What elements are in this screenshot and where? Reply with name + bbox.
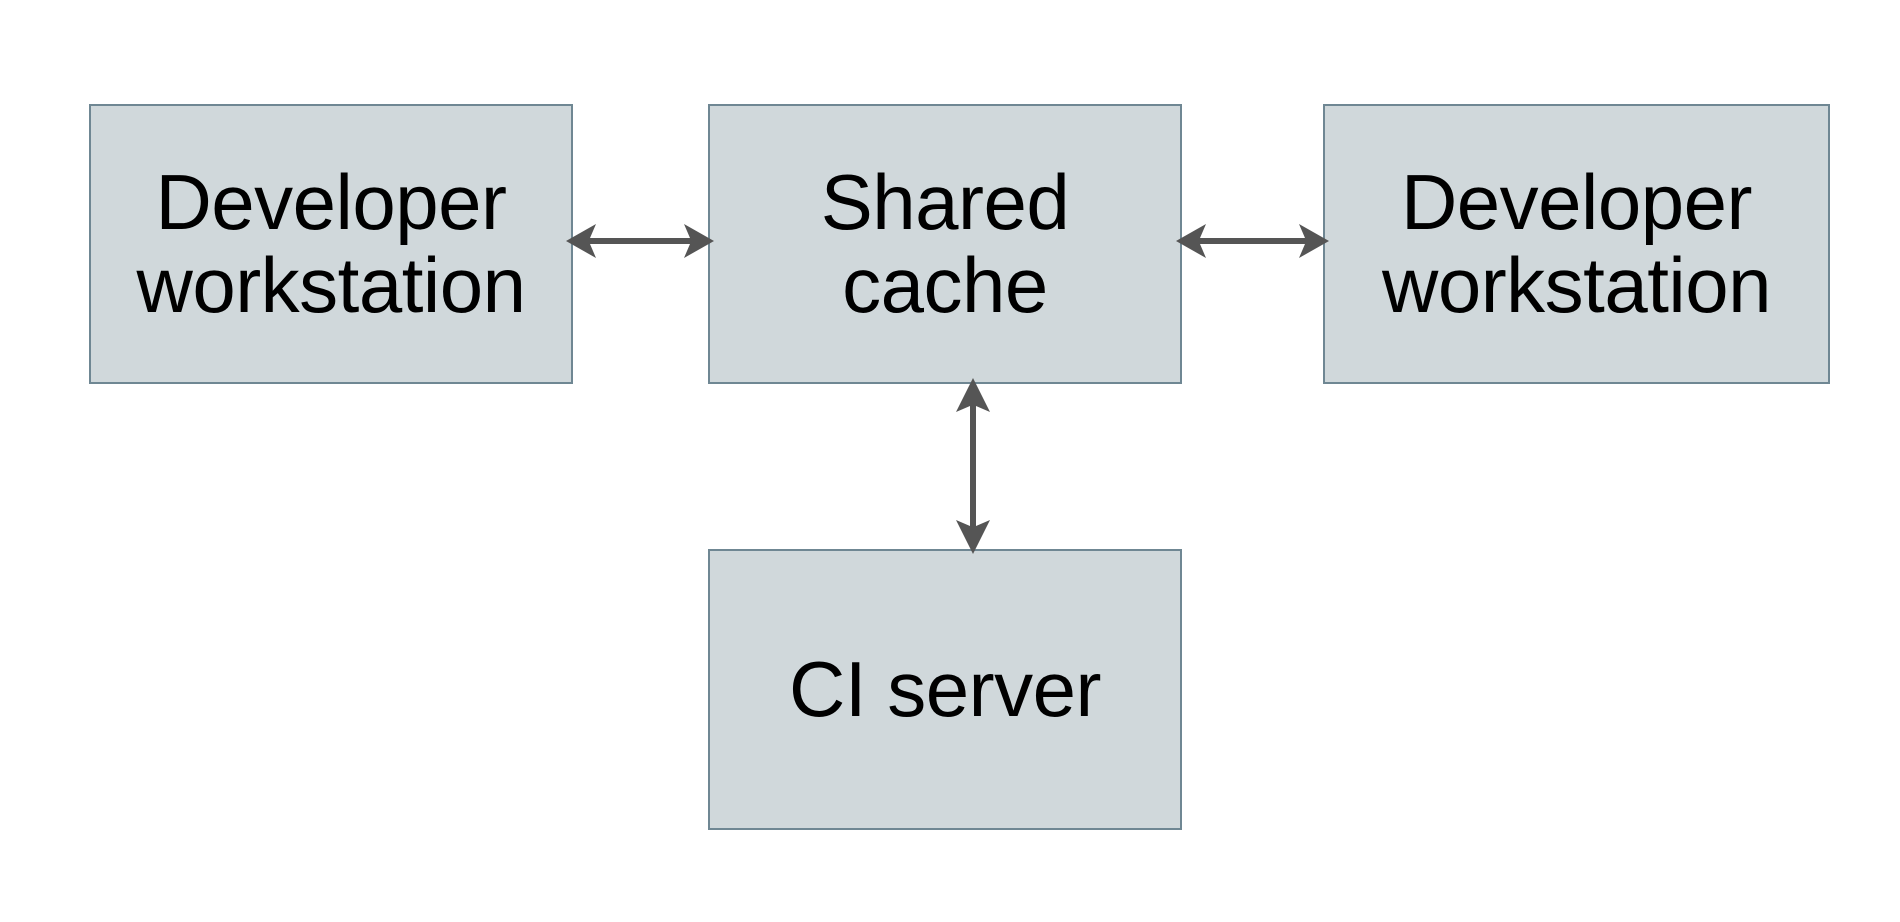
node-label: Developer workstation [136, 157, 527, 329]
double-arrow-icon-cache-to-ci-server [956, 378, 990, 554]
node-developer-workstation-left[interactable]: Developer workstation [89, 104, 573, 384]
double-arrow-icon-cache-to-dev-right [1176, 224, 1329, 258]
node-label: CI server [789, 644, 1101, 733]
node-developer-workstation-right[interactable]: Developer workstation [1323, 104, 1830, 384]
node-label: Developer workstation [1382, 157, 1772, 329]
double-arrow-icon-dev-left-to-cache [566, 224, 714, 258]
node-label: Shared cache [820, 157, 1070, 329]
node-shared-cache[interactable]: Shared cache [708, 104, 1182, 384]
node-ci-server[interactable]: CI server [708, 549, 1182, 830]
